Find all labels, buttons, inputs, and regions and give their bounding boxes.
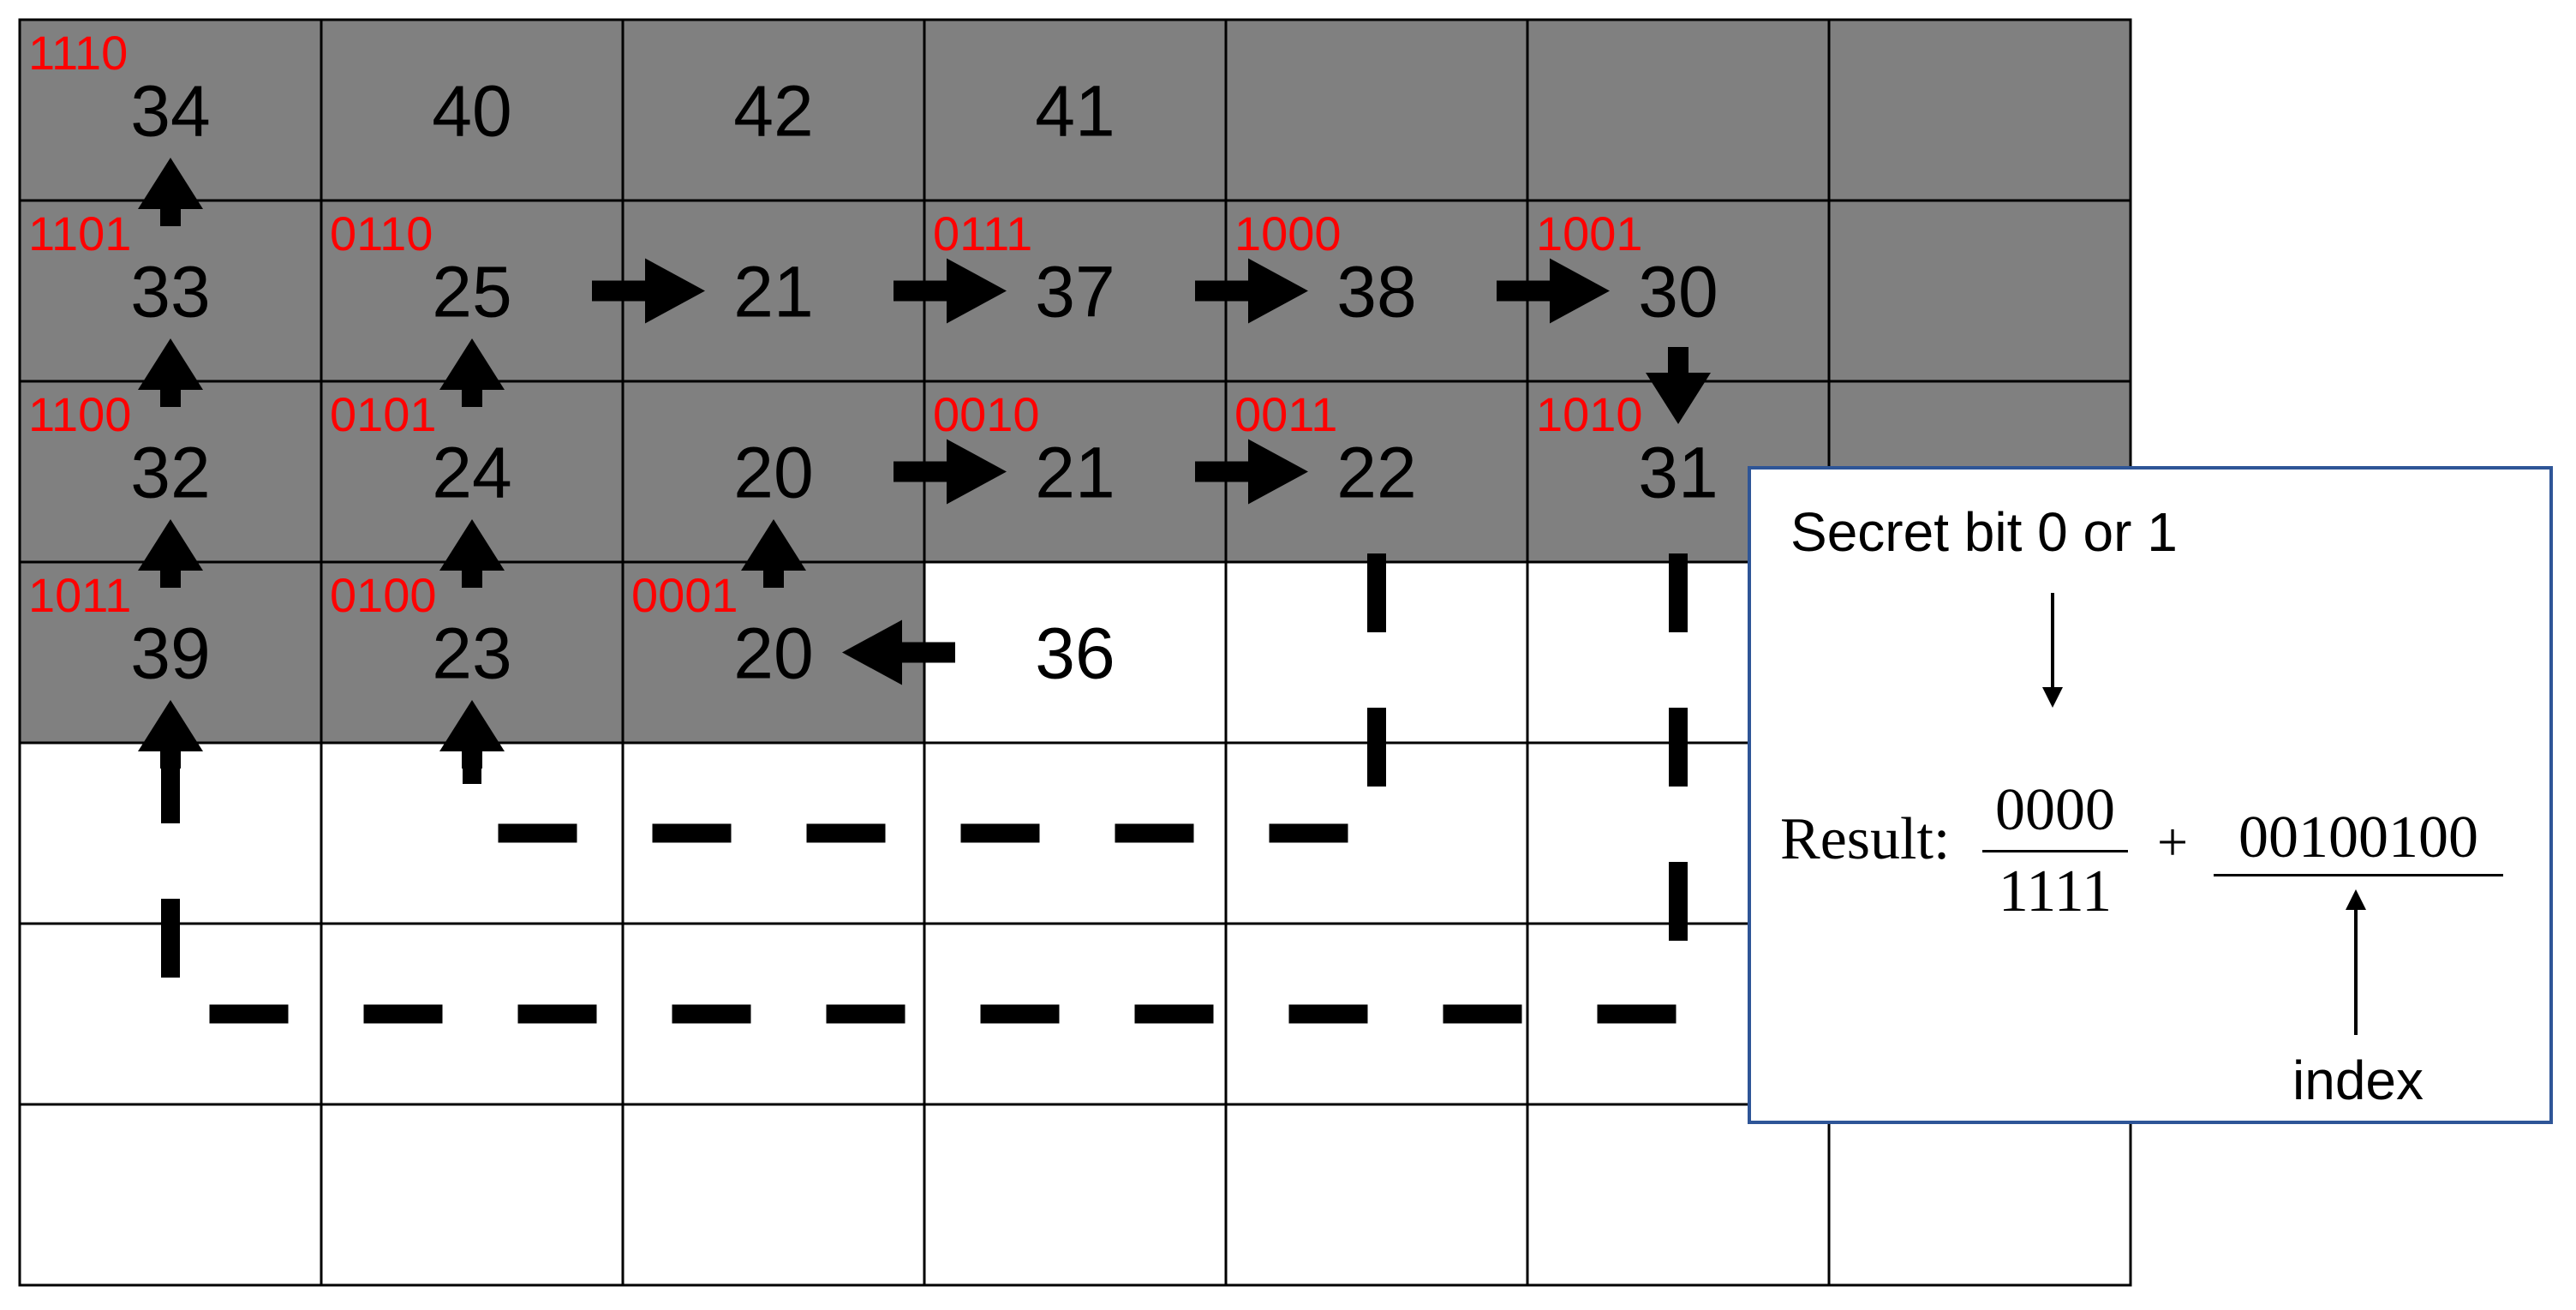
cell-value: 38 (1336, 252, 1416, 332)
down-arrow-icon (2042, 593, 2063, 708)
grid-cell (621, 1103, 926, 1287)
cell-code: 0100 (330, 568, 437, 622)
flow-arrow-icon (1195, 439, 1308, 505)
grid-cell (1526, 18, 1831, 202)
flow-arrow-icon (439, 338, 505, 407)
result-fraction: 0000 1111 (1982, 776, 2128, 926)
cell-value: 20 (733, 433, 813, 513)
cell-value: 23 (432, 613, 511, 694)
flow-arrow-icon (439, 700, 505, 769)
flow-arrow-icon (1497, 258, 1610, 324)
up-arrow-icon (2346, 889, 2366, 1035)
grid-cell (621, 18, 926, 202)
flow-arrow-icon (894, 258, 1007, 324)
flow-arrow-icon (138, 519, 203, 588)
flow-arrow-icon (894, 439, 1007, 505)
grid-cell (923, 18, 1228, 202)
cell-code: 1101 (28, 206, 131, 260)
cell-code: 1011 (28, 568, 131, 622)
flow-arrow-icon (138, 700, 203, 769)
grid-cell (1827, 1103, 2132, 1287)
cell-code: 1100 (28, 387, 131, 441)
cell-value: 24 (432, 433, 511, 513)
plus-sign: + (2157, 811, 2189, 872)
grid-cell (1526, 1103, 1831, 1287)
flow-arrow-icon (741, 519, 806, 588)
secret-bit-label: Secret bit 0 or 1 (1790, 501, 2178, 563)
grid-cell (1224, 18, 1529, 202)
grid-cell (320, 18, 625, 202)
cell-code: 0001 (631, 568, 738, 622)
cell-value: 31 (1638, 433, 1718, 513)
cell-value: 20 (733, 613, 813, 694)
flow-arrow-icon (138, 158, 203, 226)
cell-value: 40 (432, 71, 511, 152)
cell-value: 22 (1336, 433, 1416, 513)
grid-cell (18, 1103, 323, 1287)
cell-value: 39 (130, 613, 210, 694)
fraction-numerator: 0000 (1995, 777, 2115, 843)
cell-code: 0011 (1234, 387, 1337, 441)
cell-code: 0010 (933, 387, 1040, 441)
cell-value: 34 (130, 71, 210, 152)
grid-cell (1827, 18, 2132, 202)
flow-arrow-icon (842, 619, 955, 685)
legend-box: Secret bit 0 or 1 Result: 0000 1111 + 00… (1748, 466, 2553, 1124)
cell-value: 21 (1035, 433, 1115, 513)
flow-arrow-icon (138, 338, 203, 407)
grid-cell (923, 1103, 1228, 1287)
cell-value: 21 (733, 252, 813, 332)
cell-value: 36 (1035, 613, 1115, 694)
cell-code: 1110 (28, 26, 128, 80)
cell-value: 32 (130, 433, 210, 513)
grid-cell (1827, 199, 2132, 383)
cell-value: 37 (1035, 252, 1115, 332)
flow-arrow-icon (1195, 258, 1308, 324)
cell-value: 25 (432, 252, 511, 332)
cell-value: 41 (1035, 71, 1115, 152)
dashed-paths-layer (161, 553, 1688, 1024)
index-value: 00100100 (2214, 802, 2503, 876)
flow-arrow-icon (439, 519, 505, 588)
arrows-layer (138, 158, 1711, 769)
cell-value: 33 (130, 252, 210, 332)
cell-code: 0110 (330, 206, 433, 260)
grid-cell (1224, 1103, 1529, 1287)
cell-code: 1001 (1536, 206, 1643, 260)
cell-code: 1010 (1536, 387, 1643, 441)
flow-arrow-icon (1646, 347, 1711, 424)
index-label: index (2292, 1050, 2424, 1111)
dashed-path (161, 553, 1688, 1024)
cell-code: 0101 (330, 387, 437, 441)
cell-value: 30 (1638, 252, 1718, 332)
cell-value: 42 (733, 71, 813, 152)
result-label: Result: (1780, 806, 1951, 872)
grid-cell (320, 1103, 625, 1287)
cell-code: 1000 (1234, 206, 1342, 260)
fraction-denominator: 1111 (1998, 858, 2113, 924)
cell-code: 0111 (933, 206, 1032, 260)
flow-arrow-icon (592, 258, 705, 324)
fraction-bar (1982, 850, 2128, 852)
grid-cell (923, 560, 1228, 745)
